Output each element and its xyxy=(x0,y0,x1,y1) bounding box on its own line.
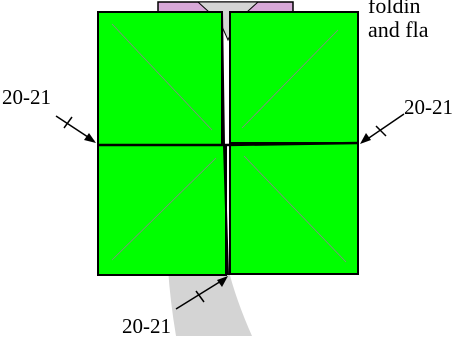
label-bottom: 20-21 xyxy=(122,314,171,336)
bottom-flap xyxy=(168,268,252,336)
right-fold-arrow xyxy=(360,113,405,144)
top-left-square xyxy=(97,11,223,146)
instruction-line-2: and fla xyxy=(368,17,429,42)
left-fold-arrow xyxy=(55,115,96,143)
bottom-left-square xyxy=(97,144,227,276)
label-right: 20-21 xyxy=(404,95,453,119)
instruction-line-1: foldin xyxy=(368,0,421,18)
top-right-square xyxy=(229,11,359,144)
bottom-right-square xyxy=(229,142,359,275)
bottom-fold-arrow xyxy=(175,276,228,310)
center-seam-horizontal xyxy=(98,141,359,147)
label-left: 20-21 xyxy=(2,85,51,109)
